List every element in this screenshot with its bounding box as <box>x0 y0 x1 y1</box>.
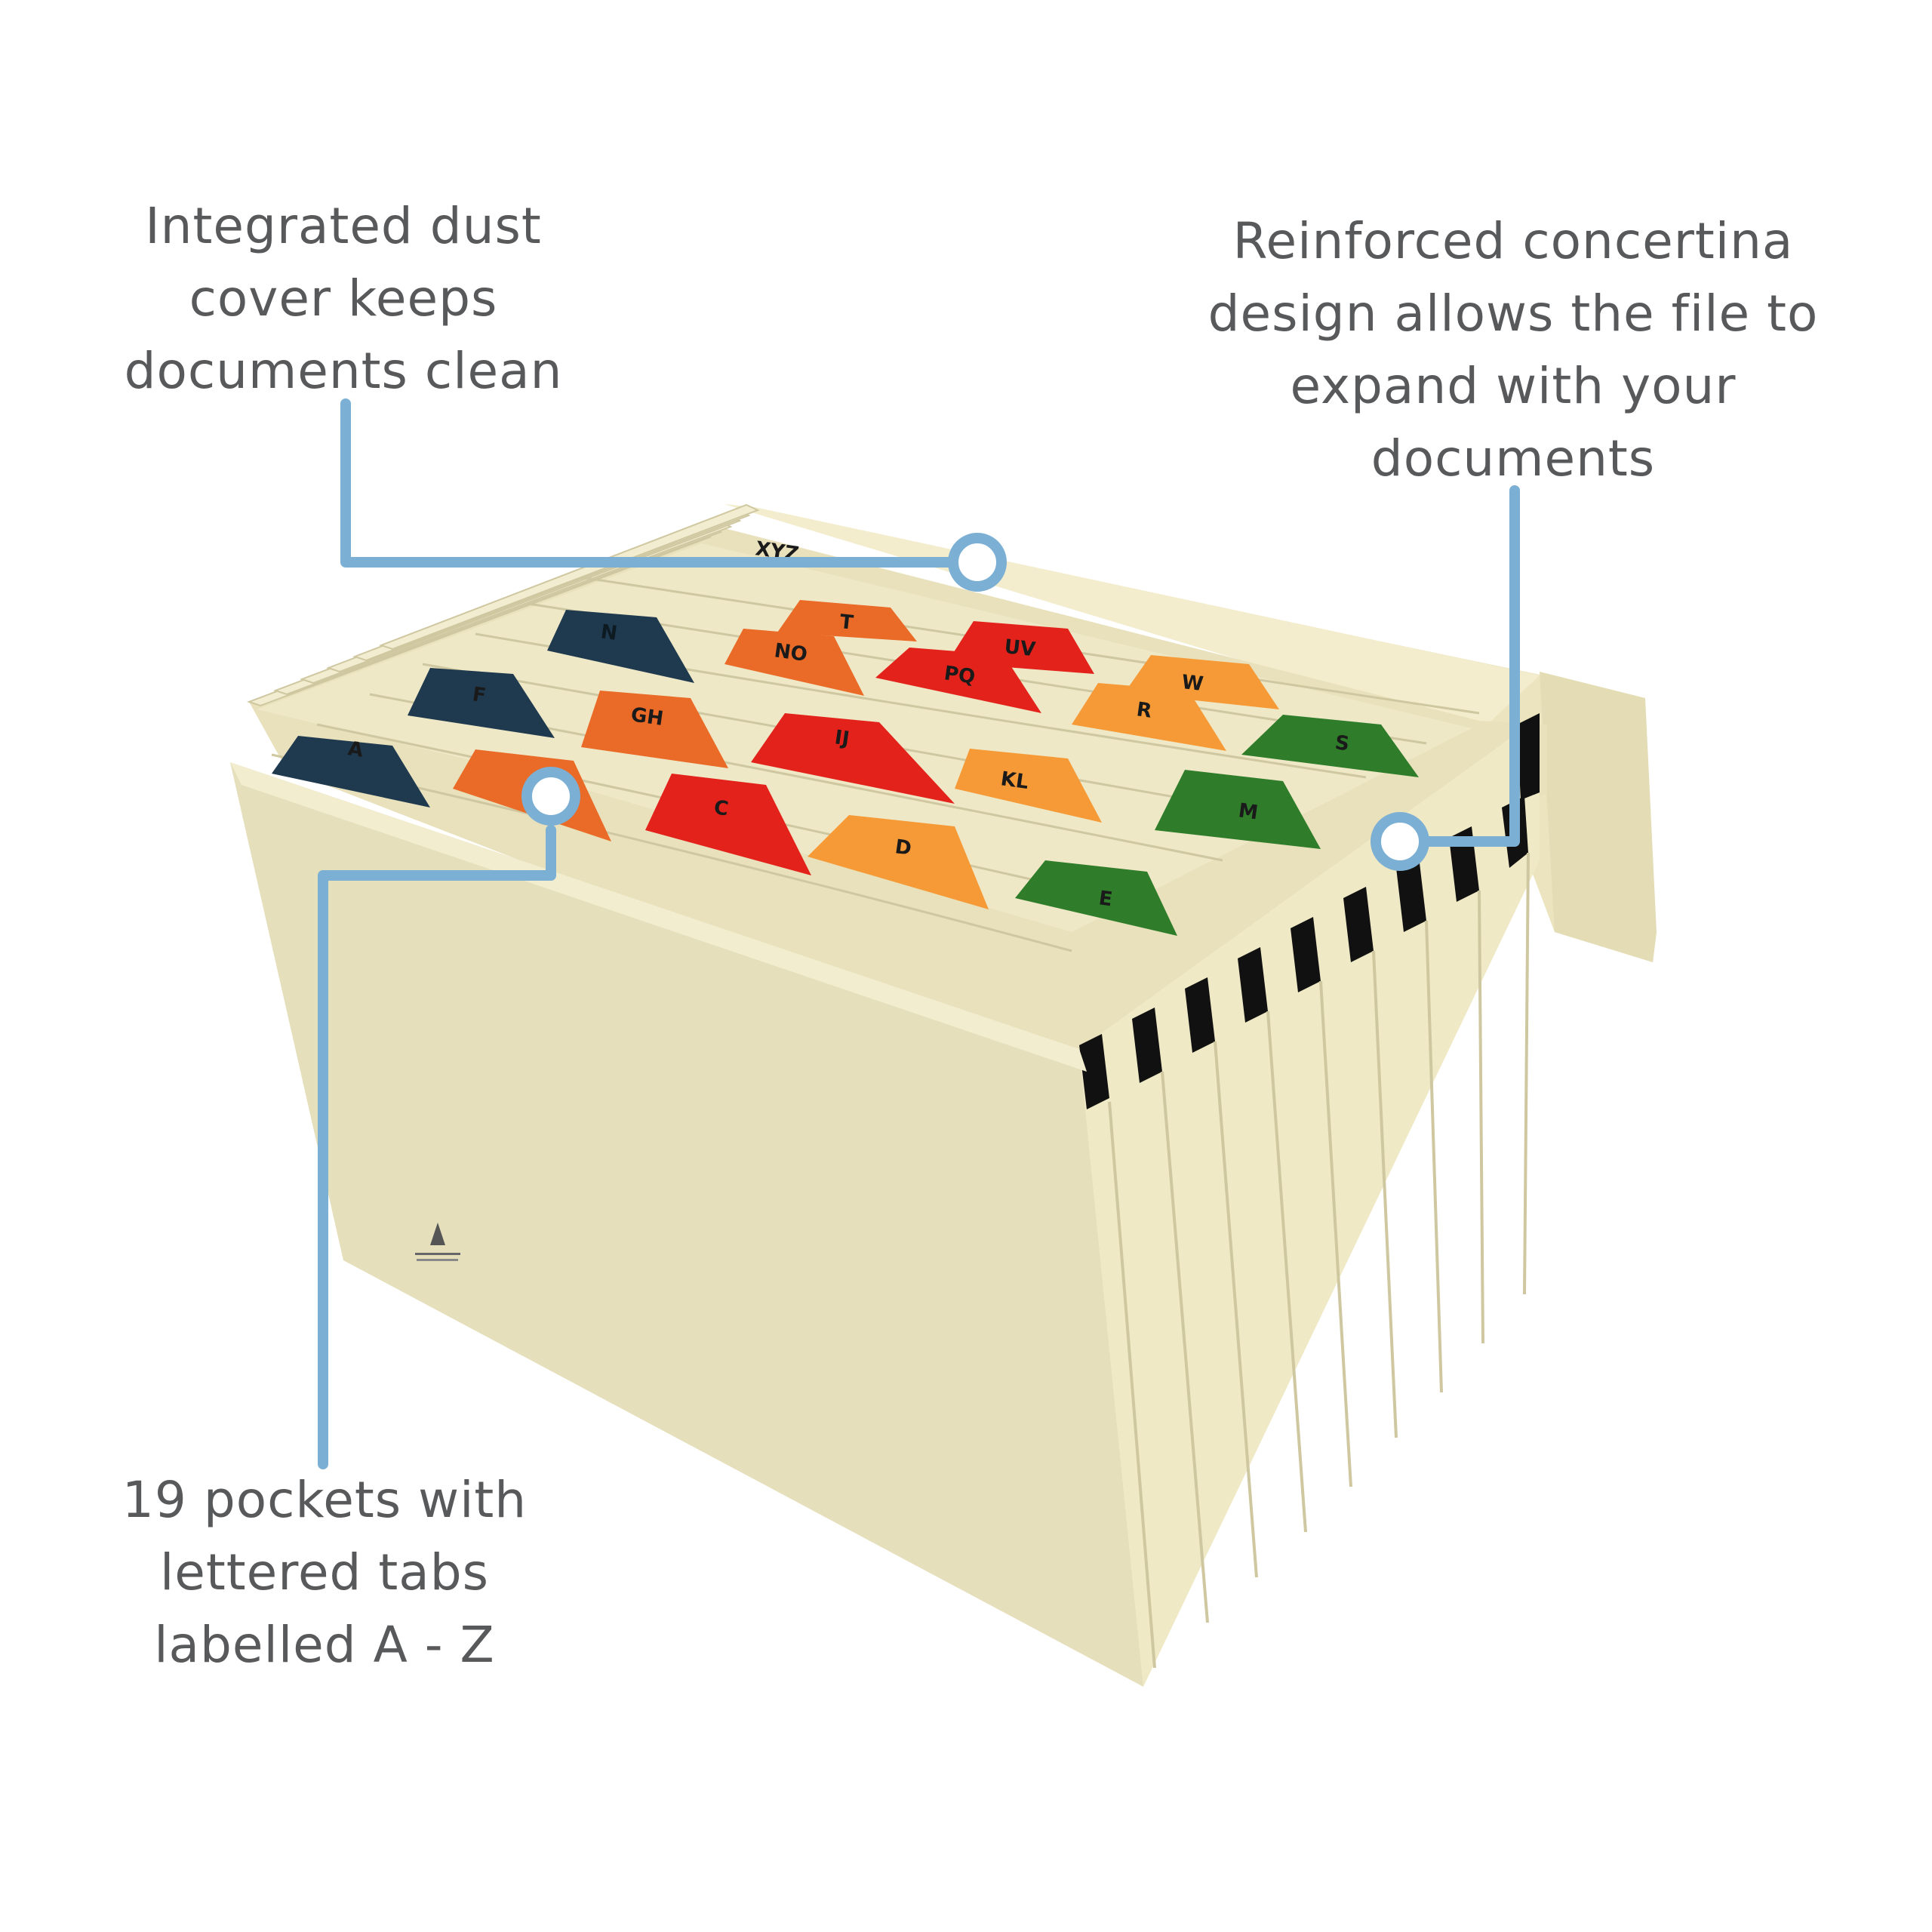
callout-concertina-line-1: Reinforced concertina <box>1232 212 1794 270</box>
tab-f: F <box>408 668 555 738</box>
callout-pockets: 19 pockets with lettered tabs labelled A… <box>91 1464 558 1681</box>
tab-e: E <box>1015 860 1177 936</box>
callout-pockets-line-3: labelled A - Z <box>154 1616 495 1674</box>
callout-dust-leader <box>340 398 964 568</box>
tab-pq-label: PQ <box>943 662 977 688</box>
tab-t-label: T <box>838 611 854 635</box>
tab-s-label: S <box>1334 731 1351 755</box>
tab-uv-label: UV <box>1003 635 1036 661</box>
callout-pockets-dot <box>521 767 580 826</box>
callout-concertina-line-3: expand with your <box>1290 357 1737 415</box>
folder-front <box>230 762 1143 1687</box>
tab-r: R <box>1072 683 1226 751</box>
tab-c: C <box>645 774 811 875</box>
tab-ij: IJ <box>751 713 955 804</box>
callout-concertina-leader <box>1417 485 1520 847</box>
tab-f-label: F <box>471 683 488 707</box>
tab-pq: PQ <box>875 648 1041 713</box>
callout-pockets-line-1: 19 pockets with <box>122 1471 528 1529</box>
tab-d: D <box>808 815 989 909</box>
tab-m: M <box>1155 770 1321 849</box>
brand-logo <box>415 1223 460 1261</box>
tab-s: S <box>1241 715 1419 777</box>
tab-m-label: M <box>1237 799 1260 824</box>
tab-a-label: A <box>346 737 365 762</box>
callout-dust-line-2: cover keeps <box>189 269 498 328</box>
tab-ij-label: IJ <box>833 726 851 750</box>
callout-dust-line-3: documents clean <box>124 342 563 400</box>
tab-gh: GH <box>581 691 728 768</box>
callout-concertina: Reinforced concertina design allows the … <box>1177 205 1849 495</box>
tab-navy-back: N <box>547 610 694 683</box>
callout-dust-cover: Integrated dust cover keeps documents cl… <box>91 190 596 408</box>
callout-concertina-dot <box>1371 812 1429 871</box>
tab-no-label: NO <box>773 639 809 666</box>
callout-concertina-line-2: design allows the file to <box>1208 285 1819 343</box>
tab-d-label: D <box>894 835 913 860</box>
index-tabs: XYZ T UV W N NO PQ R <box>272 537 1419 936</box>
tab-c-label: C <box>712 796 730 820</box>
tab-t: T <box>777 600 917 641</box>
tab-no: NO <box>724 629 864 696</box>
tab-a: A <box>272 736 430 808</box>
tab-r-label: R <box>1135 698 1153 722</box>
tab-e-label: E <box>1097 887 1114 911</box>
callout-concertina-line-4: documents <box>1371 429 1656 488</box>
callout-pockets-line-2: lettered tabs <box>159 1543 490 1601</box>
callout-dots <box>521 533 1429 871</box>
callout-dust-line-1: Integrated dust <box>145 197 542 255</box>
tab-gh-label: GH <box>629 703 665 731</box>
tab-kl-label: KL <box>999 768 1030 794</box>
callout-dust-dot <box>948 533 1007 592</box>
svg-text:N: N <box>599 620 619 645</box>
callout-lines <box>318 398 1520 1469</box>
callout-pockets-leader <box>318 825 556 1469</box>
tab-kl: KL <box>955 749 1102 823</box>
